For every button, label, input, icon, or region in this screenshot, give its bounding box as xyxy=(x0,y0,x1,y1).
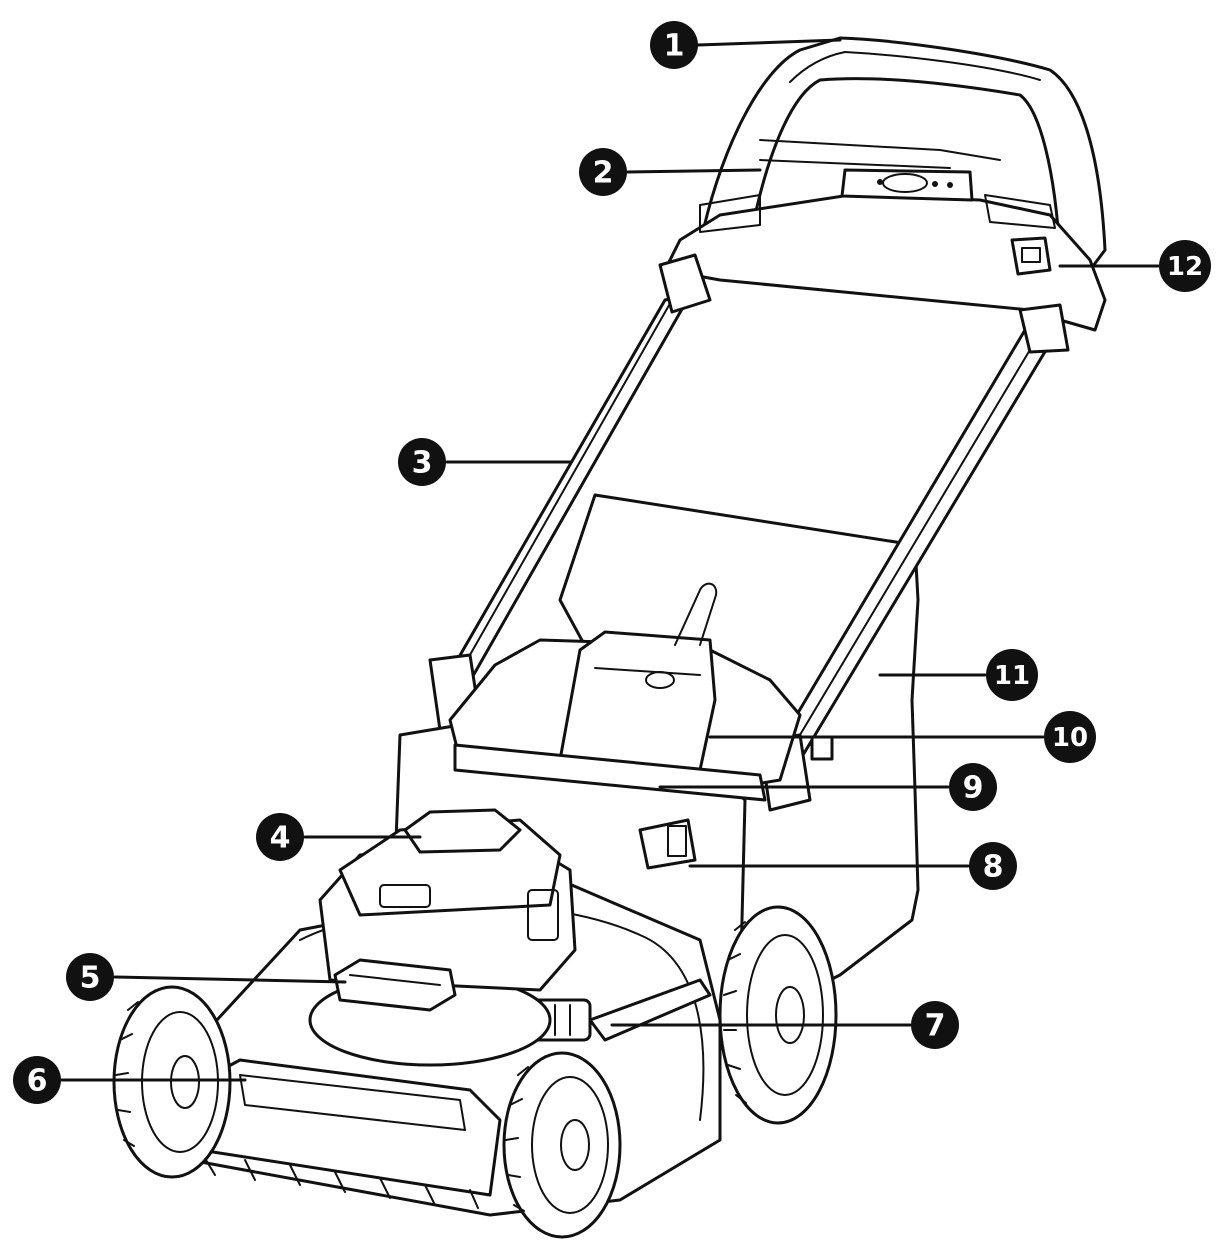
callout-1: 1 xyxy=(650,21,698,69)
callout-10: 10 xyxy=(1044,711,1096,763)
leader-lines xyxy=(60,38,1160,1082)
callout-12: 12 xyxy=(1159,240,1211,292)
callout-4-label: 4 xyxy=(270,821,291,856)
rear-right-wheel xyxy=(718,905,838,1125)
callout-11-label: 11 xyxy=(994,661,1030,691)
callout-7-label: 7 xyxy=(925,1009,946,1044)
front-right-wheel xyxy=(502,1051,622,1239)
callout-6: 6 xyxy=(13,1056,61,1104)
callout-8: 8 xyxy=(969,842,1017,890)
upper-handle xyxy=(663,36,1107,332)
callout-5-label: 5 xyxy=(80,961,101,996)
handle-tubes xyxy=(428,253,1070,812)
rear-battery-compartment xyxy=(448,582,834,870)
callout-9-label: 9 xyxy=(963,771,984,806)
callout-2-label: 2 xyxy=(593,156,614,191)
motor-housing xyxy=(308,808,577,1067)
callout-6-label: 6 xyxy=(27,1064,48,1099)
callout-5: 5 xyxy=(66,953,114,1001)
callout-8-label: 8 xyxy=(983,850,1004,885)
callout-3: 3 xyxy=(398,438,446,486)
callout-1-label: 1 xyxy=(664,29,685,64)
callout-11: 11 xyxy=(986,649,1038,701)
callout-9: 9 xyxy=(949,763,997,811)
callout-12-label: 12 xyxy=(1167,252,1203,282)
callout-2: 2 xyxy=(579,148,627,196)
callout-10-label: 10 xyxy=(1052,723,1088,753)
callout-3-label: 3 xyxy=(412,446,433,481)
callout-7: 7 xyxy=(911,1001,959,1049)
front-left-wheel xyxy=(112,985,232,1179)
callout-4: 4 xyxy=(256,813,304,861)
